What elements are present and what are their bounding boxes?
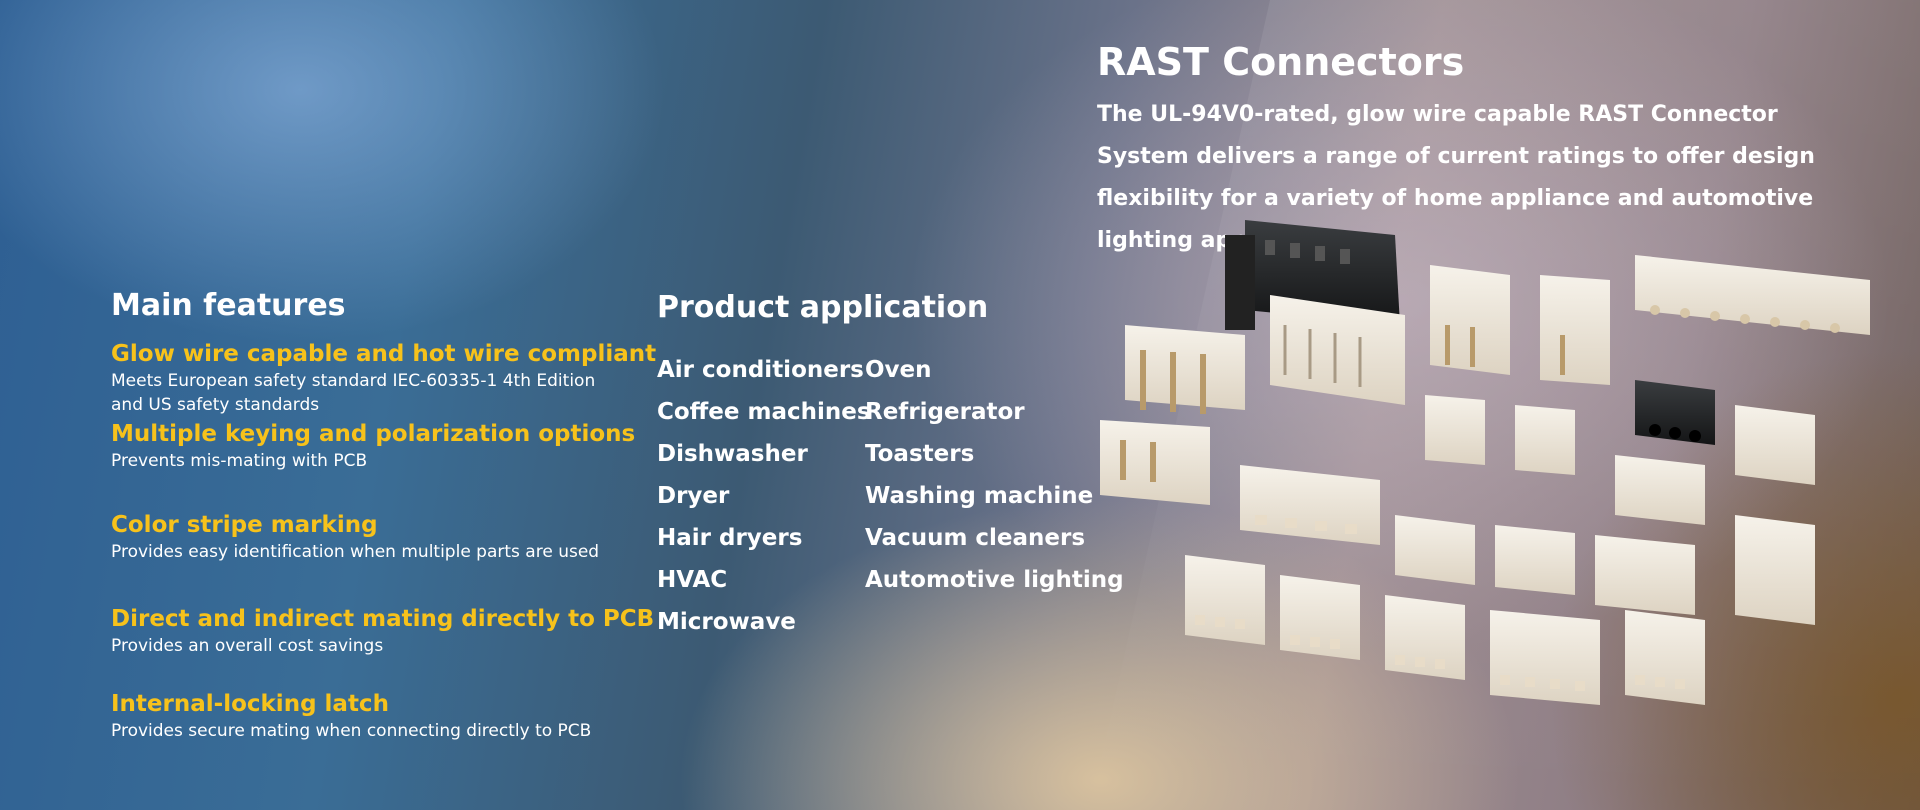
feature-item: Glow wire capable and hot wire compliant… [111,339,671,417]
strip-connector [1635,255,1870,335]
wire-connector [1280,575,1360,660]
application-item: Dishwasher [657,441,808,467]
white-housing [1735,515,1815,625]
wire-connector [1625,610,1705,705]
application-item: Washing machine [865,483,1094,509]
feature-description: Meets European safety standard IEC-60335… [111,371,596,415]
white-housing [1540,275,1610,385]
feature-title: Internal-locking latch [111,691,389,717]
white-housing [1595,535,1695,615]
applications-heading: Product application [657,290,989,325]
pin-header [1100,420,1210,505]
applications-column-2: Oven Refrigerator Toasters Washing machi… [865,349,1124,643]
white-housing [1735,405,1815,485]
white-housing [1495,525,1575,595]
application-item: Microwave [657,609,796,635]
application-item: Vacuum cleaners [865,525,1086,551]
wire-connector [1185,555,1265,645]
product-application-section: Product application Air conditioners Cof… [657,290,1124,643]
feature-item: Direct and indirect mating directly to P… [111,604,671,658]
wire-connector [1490,610,1600,705]
black-connector-small [1635,380,1715,445]
application-item: Automotive lighting [865,567,1124,593]
feature-item: Internal-locking latch Provides secure m… [111,689,671,743]
application-item: HVAC [657,567,728,593]
application-item: Refrigerator [865,399,1025,425]
connectors-product-image [1100,220,1870,705]
features-heading: Main features [111,288,346,323]
feature-description: Provides secure mating when connecting d… [111,721,592,741]
feature-title: Direct and indirect mating directly to P… [111,606,655,632]
white-housing [1515,405,1575,475]
application-item: Air conditioners [657,357,864,383]
applications-column-1: Air conditioners Coffee machines Dishwas… [657,349,871,643]
feature-description: Provides an overall cost savings [111,636,384,656]
application-item: Toasters [865,441,975,467]
feature-title: Color stripe marking [111,512,378,538]
white-housing [1430,265,1510,375]
feature-title: Multiple keying and polarization options [111,421,636,447]
main-features-section: Main features Glow wire capable and hot … [111,288,671,743]
wire-connector [1385,595,1465,680]
white-connector [1270,295,1405,405]
feature-description: Prevents mis-mating with PCB [111,451,368,471]
white-housing [1425,395,1485,465]
application-item: Hair dryers [657,525,803,551]
white-housing [1395,515,1475,585]
application-item: Dryer [657,483,730,509]
feature-title: Glow wire capable and hot wire compliant [111,341,657,367]
applications-list: Air conditioners Coffee machines Dishwas… [657,349,1124,643]
page-title: RAST Connectors [1097,40,1465,84]
feature-description: Provides easy identification when multip… [111,542,600,562]
wire-connector [1240,465,1380,545]
feature-item: Multiple keying and polarization options… [111,419,671,473]
application-item: Coffee machines [657,399,871,425]
feature-item: Color stripe marking Provides easy ident… [111,510,671,564]
white-housing [1615,455,1705,525]
pin-header [1125,325,1245,414]
application-item: Oven [865,357,932,383]
